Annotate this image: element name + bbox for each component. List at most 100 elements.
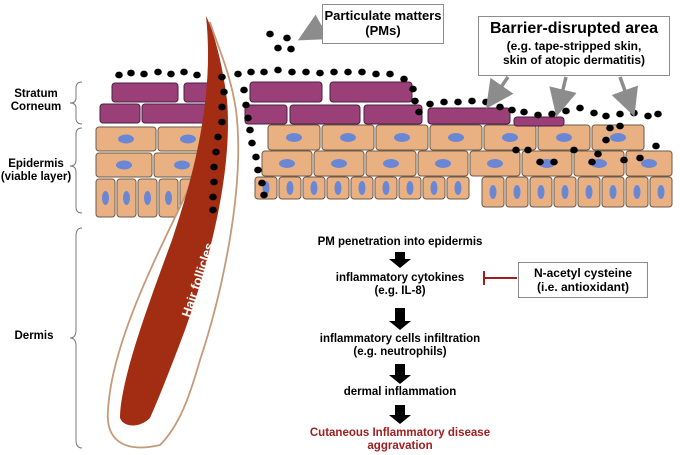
pm-particle xyxy=(524,146,532,154)
cell-nucleus xyxy=(633,185,641,199)
cell-nucleus xyxy=(383,159,399,168)
pathway-arrow xyxy=(389,308,411,330)
pm-callout-line1: Particulate matters xyxy=(324,8,442,23)
barrier-callout-line2: (e.g. tape-stripped skin, xyxy=(506,38,642,53)
cell-nucleus xyxy=(406,181,414,195)
pm-particle xyxy=(400,75,408,83)
pm-particle xyxy=(606,124,614,132)
barrier-arrow-1 xyxy=(486,76,514,109)
pm-particle xyxy=(372,70,380,78)
pm-particle xyxy=(654,110,662,118)
epidermis-cells xyxy=(95,124,673,218)
cell-nucleus xyxy=(340,133,356,142)
nac-callout-line1: N-acetyl cysteine xyxy=(533,266,633,280)
pathway-outcome-line1: Cutaneous Inflammatory disease xyxy=(309,427,491,439)
pm-particle xyxy=(620,156,628,164)
barrier-callout-title: Barrier-disrupted area xyxy=(489,20,659,37)
cell-nucleus xyxy=(279,159,295,168)
pm-particle xyxy=(411,97,419,105)
pm-particle xyxy=(536,158,544,166)
pm-particle xyxy=(520,108,528,116)
pm-particle xyxy=(344,68,352,76)
pm-particle xyxy=(283,34,291,42)
barrier-callout: Barrier-disrupted area (e.g. tape-stripp… xyxy=(478,16,670,76)
stratum-corneum-bricks xyxy=(99,81,565,127)
pm-particle xyxy=(302,68,310,76)
pm-particle xyxy=(594,150,602,158)
pathway-outcome-line2: aggravation xyxy=(367,440,433,453)
pm-particle xyxy=(316,69,324,77)
pm-particle xyxy=(512,146,520,154)
pm-particle xyxy=(115,71,123,79)
cell-nucleus xyxy=(454,181,462,195)
pm-particle xyxy=(415,108,423,116)
pm-particle xyxy=(252,153,260,161)
pm-particle xyxy=(212,148,220,156)
pm-particle xyxy=(652,142,660,150)
pm-particle xyxy=(260,68,268,76)
hair-follicle xyxy=(120,16,228,426)
cell-nucleus xyxy=(585,185,593,199)
cell-nucleus xyxy=(334,181,342,195)
cell-nucleus xyxy=(180,134,196,144)
cell-nucleus xyxy=(487,159,503,168)
cell-nucleus xyxy=(430,181,438,195)
pm-particle xyxy=(220,88,228,96)
corneum-brick xyxy=(513,116,565,127)
pathway-arrow xyxy=(389,252,411,268)
pm-particle xyxy=(180,68,188,76)
cell-nucleus xyxy=(118,134,134,144)
cell-nucleus xyxy=(448,133,464,142)
corneum-brick xyxy=(329,81,413,103)
pm-particle xyxy=(234,70,242,78)
pathway-step-3-line2: (e.g. neutrophils) xyxy=(353,346,447,359)
cell-nucleus xyxy=(331,159,347,168)
nac-callout-line2: (i.e. antioxidant) xyxy=(536,280,629,295)
cell-nucleus xyxy=(382,181,390,195)
pathway-arrows xyxy=(389,252,411,424)
cell-nucleus xyxy=(556,133,572,142)
pathway-step-2-line2: (e.g. IL-8) xyxy=(374,285,426,298)
pm-particle xyxy=(274,66,282,74)
cell-nucleus xyxy=(286,181,294,195)
corneum-brick xyxy=(289,104,361,125)
pm-particle xyxy=(454,98,462,106)
stratum-corneum-brace xyxy=(69,81,83,125)
pathway-step-4: dermal inflammation xyxy=(343,386,457,398)
barrier-arrow-3 xyxy=(611,76,638,117)
cell-nucleus xyxy=(561,185,569,199)
pm-particle xyxy=(534,111,542,119)
pm-particle xyxy=(210,163,218,171)
pm-particle xyxy=(240,86,248,94)
pm-particle xyxy=(616,110,624,118)
corneum-brick xyxy=(141,103,213,124)
corneum-brick xyxy=(111,82,179,103)
pm-particle xyxy=(266,30,274,38)
pm-callout-arrow xyxy=(297,14,330,41)
corneum-brick xyxy=(427,107,511,125)
cell-nucleus xyxy=(286,133,302,142)
cell-nucleus xyxy=(102,191,109,205)
pm-particle xyxy=(409,85,417,93)
pm-particle xyxy=(440,98,448,106)
pm-particle xyxy=(254,166,262,174)
cell-nucleus xyxy=(174,160,190,170)
stratum-corneum-label: Stratum Corneum xyxy=(10,88,62,114)
cell-nucleus xyxy=(502,133,518,142)
cell-nucleus xyxy=(435,159,451,168)
cell-nucleus xyxy=(144,191,151,205)
pm-particle xyxy=(288,68,296,76)
cell-nucleus xyxy=(394,133,410,142)
pm-particle xyxy=(244,114,252,122)
pathway-step-3: inflammatory cells infiltration (e.g. ne… xyxy=(295,333,505,359)
pm-particle xyxy=(630,109,638,117)
pm-particle xyxy=(576,104,584,112)
epidermis-brace xyxy=(69,127,83,214)
cell-nucleus xyxy=(537,185,545,199)
pm-particle xyxy=(287,45,295,53)
pm-particle xyxy=(167,70,175,78)
pm-particle xyxy=(210,178,218,186)
corneum-brick xyxy=(99,103,141,124)
pathway-step-3-line1: inflammatory cells infiltration xyxy=(319,333,481,345)
